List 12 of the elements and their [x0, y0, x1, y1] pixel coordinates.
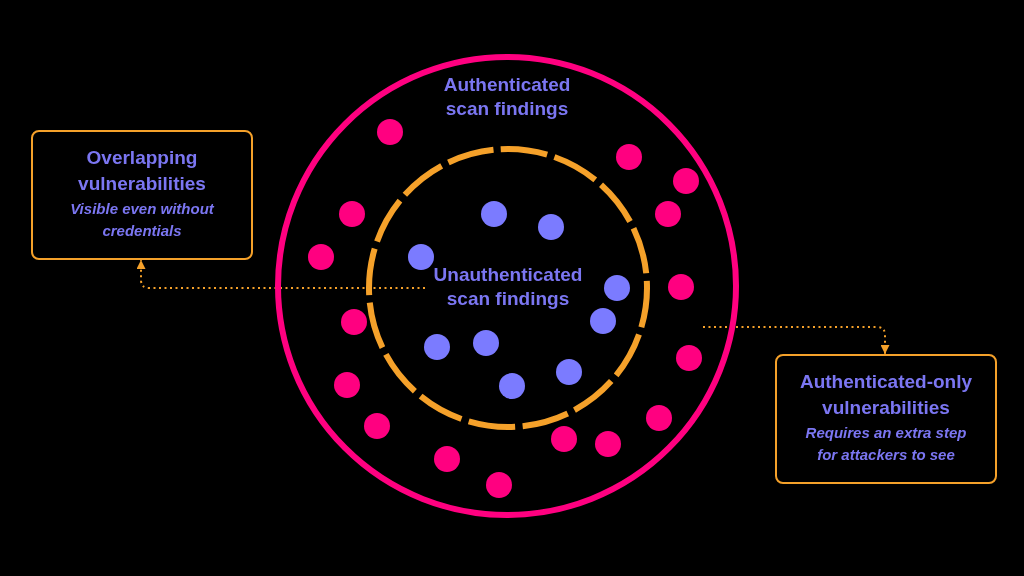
callout-note: Visible even without credentials: [70, 200, 214, 239]
dashed-circle: [363, 143, 653, 433]
leader-line: [702, 326, 890, 355]
leader-line: [136, 259, 426, 289]
circle-label: Unauthenticated scan findings: [433, 264, 583, 309]
callout-card: [31, 130, 253, 260]
callout-title: Authenticated-only vulnerabilities: [799, 371, 973, 418]
circle-label: Authenticated scan findings: [443, 74, 571, 119]
callout-card: [775, 354, 997, 484]
callout-title: Overlapping vulnerabilities: [78, 147, 206, 194]
outer-circle: [272, 51, 742, 521]
callout-note: Requires an extra step for attackers to see: [805, 424, 967, 463]
